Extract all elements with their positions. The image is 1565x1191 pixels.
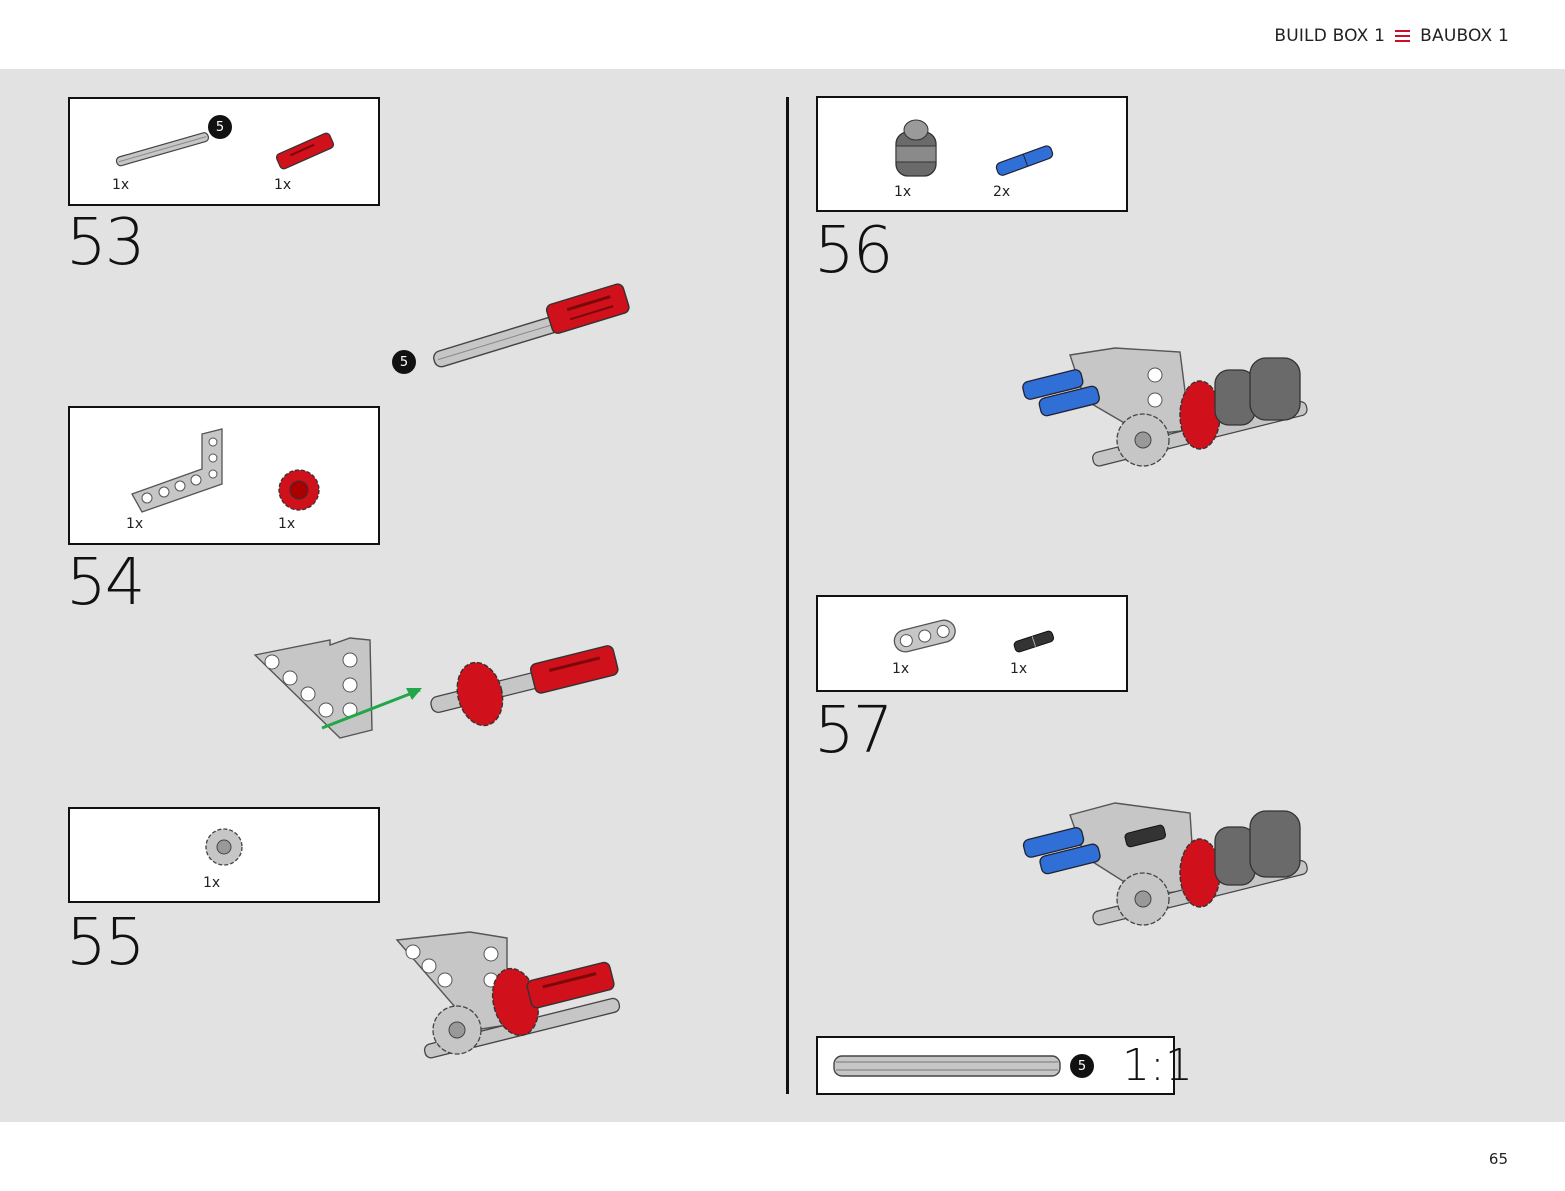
step-number-53: 53 [66,206,145,280]
part-qty: 1x [203,875,221,891]
part-qty: 1x [112,177,130,193]
step-number-54: 54 [66,546,145,620]
page-number: 65 [1488,1150,1508,1168]
beam-3-icon [893,619,956,653]
step-number-57: 57 [814,694,893,768]
part-qty: 1x [278,516,296,532]
part-qty: 1x [892,661,910,677]
step-57-assembly [1022,802,1308,926]
parts-box-step-54: 1x 1x [68,406,380,545]
header-title: BUILD BOX 1 BAUBOX 1 [1274,26,1509,46]
black-pin-icon [1013,630,1055,653]
red-connector-icon [275,132,335,170]
axle-scale-icon [833,1055,1061,1077]
step-number-56: 56 [814,214,893,288]
part-qty: 1x [1010,661,1028,677]
parts-box-step-56: 1x 2x [816,96,1128,212]
scale-reference-box: 5 1:1 [816,1036,1193,1095]
l-beam-icon [131,428,223,513]
axle-length-badge: 5 [208,115,232,139]
part-qty: 2x [993,184,1011,200]
step-56-assembly [1022,347,1308,467]
step-number-55: 55 [66,906,145,980]
step-55-assembly [395,931,621,1059]
axle-part-icon [115,132,210,167]
instruction-area [0,69,1565,1122]
build-box-label: BUILD BOX 1 [1274,26,1386,46]
page-header: BUILD BOX 1 BAUBOX 1 [0,0,1565,69]
blue-pin-icon [995,145,1054,176]
part-qty: 1x [126,516,144,532]
parts-box-step-57: 1x 1x [816,595,1128,692]
part-qty: 1x [274,177,292,193]
step-54-assembly [253,637,619,739]
baubox-label: BAUBOX 1 [1420,26,1509,46]
red-gear-icon [278,469,320,511]
step-53-assembly [433,283,630,368]
grey-gear-icon [205,828,243,866]
parts-box-step-55: 1x [68,807,380,903]
menu-icon [1395,30,1411,42]
scale-label: 1:1 [1122,1040,1193,1091]
assembly-axle-badge: 5 [392,350,416,374]
axle-length-badge: 5 [1070,1054,1094,1078]
part-qty: 1x [894,184,912,200]
parts-box-step-53: 5 1x 1x [68,97,380,206]
wheel-hub-icon [895,119,937,177]
page-divider [786,97,789,1094]
